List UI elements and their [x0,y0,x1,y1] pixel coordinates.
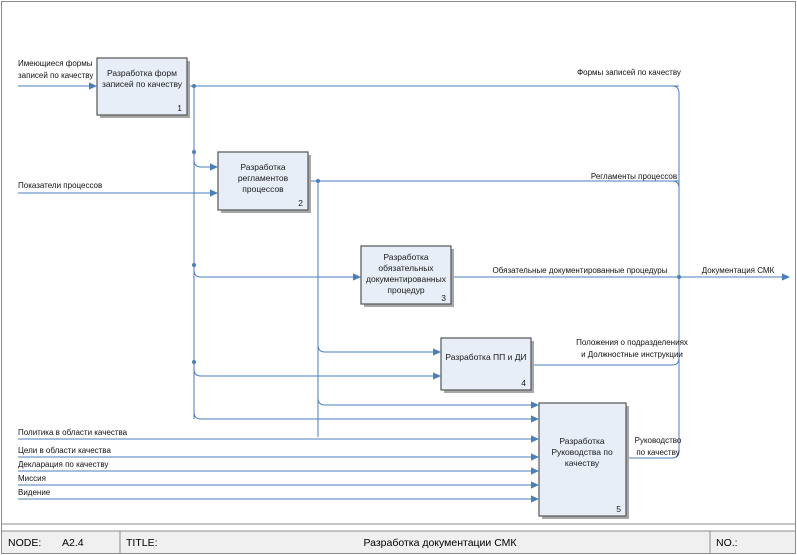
input-label-in2: Показатели процессов [18,181,102,190]
input-arrow-in3 [18,435,539,443]
activity-4-line-0: Разработка ПП и ДИ [445,352,526,362]
flow-trunk-box1 [187,84,679,423]
title-value: Разработка документации СМК [363,537,517,549]
activity-1-number: 1 [177,103,182,113]
output-label-out5-line-0: Руководство [635,436,682,445]
output-label-out5-line-1: по качеству [636,448,679,457]
input-label-in7: Видение [18,488,51,497]
activity-box-4[interactable]: Разработка ПП и ДИ 4 [440,337,534,393]
activity-1-line-1: записей по качеству [102,79,183,89]
activity-3-number: 3 [441,293,446,303]
activity-box-3[interactable]: Разработка обязательных документированны… [360,245,454,307]
activity-box-1[interactable]: Разработка форм записей по качеству 1 [96,57,190,118]
activity-5-number: 5 [616,504,621,514]
activity-5-line-0: Разработка [559,436,605,446]
flow-labels: Имеющиеся формы записей по качеству Пока… [18,59,775,497]
input-arrow-in5 [18,467,539,475]
input-label-in1-line-1: записей по качеству [18,71,93,80]
flow-out-box5 [626,450,680,459]
input-label-in5: Декларация по качеству [18,460,108,469]
flow-out-box4 [531,357,680,366]
activity-2-line-2: процессов [242,184,284,194]
output-label-out1: Формы записей по качеству [577,68,681,77]
activity-boxes: Разработка форм записей по качеству 1 Ра… [96,57,629,519]
activity-5-line-1: Руководства по [551,447,613,457]
node-label: NODE: [8,537,41,549]
input-arrow-in7 [18,495,539,503]
activity-1-line-0: Разработка форм [107,68,177,78]
activity-3-line-0: Разработка [383,252,429,262]
activity-box-2[interactable]: Разработка регламентов процессов 2 [217,151,311,213]
input-label-in1-line-0: Имеющиеся формы [18,59,93,68]
input-arrow-in2 [18,189,218,197]
input-label-in4: Цели в области качества [18,446,111,455]
output-label-out4-line-0: Положения о подразделениях [576,338,688,347]
no-label: NO.: [716,537,738,549]
output-label-out3: Обязательные документированные процедуры [493,266,668,275]
output-label-out2: Регламенты процессов [591,172,677,181]
input-label-in3: Политика в области качества [18,428,128,437]
input-arrow-in1 [18,82,97,90]
flow-trunk-box2 [308,179,679,437]
title-bar: NODE: A2.4 TITLE: Разработка документаци… [8,537,738,549]
input-arrow-in6 [18,481,539,489]
activity-2-number: 2 [298,198,303,208]
activity-5-line-2: качеству [565,458,600,468]
input-arrow-in4 [18,453,539,461]
input-label-in6: Миссия [18,474,46,483]
activity-box-5[interactable]: Разработка Руководства по качеству 5 [538,402,629,519]
activity-3-line-2: документированных [366,274,447,284]
flow-lines [18,82,790,503]
final-output-label: Документация СМК [702,266,775,275]
title-label: TITLE: [126,537,158,549]
activity-3-line-1: обязательных [378,263,434,273]
activity-2-line-1: регламентов [238,173,289,183]
activity-2-line-0: Разработка [240,162,286,172]
node-value: A2.4 [62,537,84,549]
flow-final-output [671,85,790,451]
activity-4-number: 4 [521,378,526,388]
activity-3-line-3: процедур [387,285,424,295]
output-label-out4-line-1: и Должностные инструкции [581,350,683,359]
